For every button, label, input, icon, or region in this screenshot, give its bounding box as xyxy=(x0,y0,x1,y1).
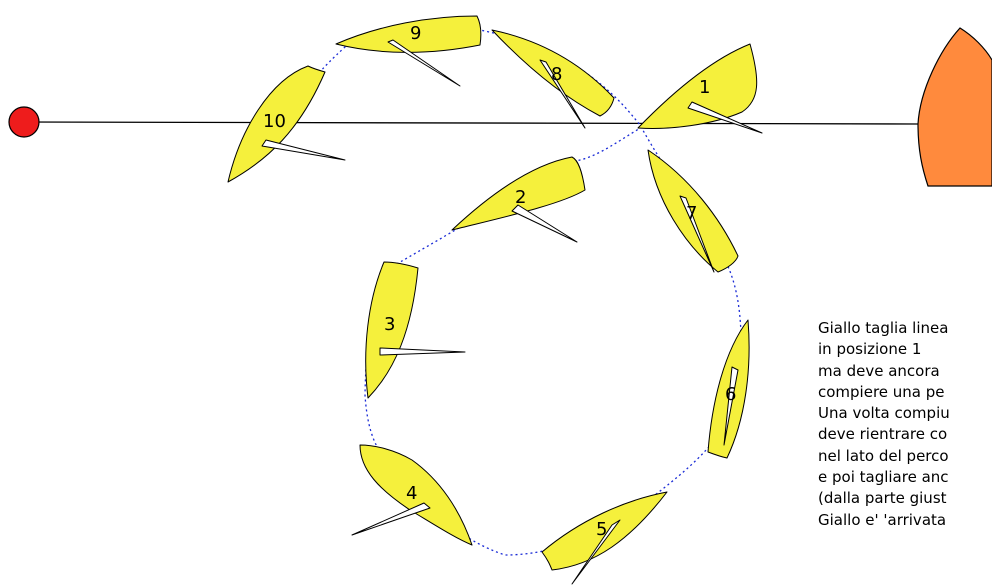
caption-text: Giallo taglia linea in posizione 1 ma de… xyxy=(818,318,992,585)
boat-number: 3 xyxy=(384,314,395,335)
committee-boat xyxy=(918,28,992,186)
boat-8: 8 xyxy=(492,30,614,128)
boat-sail xyxy=(380,348,465,355)
caption-line: in posizione 1 xyxy=(818,339,992,360)
boat-number: 8 xyxy=(551,64,562,85)
caption-line: Giallo e' 'arrivata xyxy=(818,510,992,531)
caption-line: deve rientrare co xyxy=(818,424,992,445)
boat-hull xyxy=(638,44,757,128)
boat-sail xyxy=(352,503,430,535)
boat-9: 9 xyxy=(336,16,481,86)
caption-line: Una volta compiu xyxy=(818,403,992,424)
pin-buoy xyxy=(9,107,39,137)
caption-line: compiere una pe xyxy=(818,382,992,403)
boat-number: 1 xyxy=(699,77,710,98)
boat-3: 3 xyxy=(366,262,465,398)
boat-number: 9 xyxy=(410,23,421,44)
boat-5: 5 xyxy=(542,492,667,584)
boat-7: 7 xyxy=(648,150,738,272)
caption-line: nel lato del perco xyxy=(818,446,992,467)
boat-number: 4 xyxy=(406,483,417,504)
boat-number: 2 xyxy=(515,187,526,208)
boat-number: 6 xyxy=(725,384,736,405)
boat-4: 4 xyxy=(352,445,472,545)
boat-number: 5 xyxy=(596,519,607,540)
boat-number: 10 xyxy=(263,111,286,132)
boat-sail xyxy=(512,205,577,242)
caption-line: Giallo taglia linea xyxy=(818,318,992,339)
finish-line xyxy=(24,122,918,124)
boat-1: 1 xyxy=(638,44,762,133)
boat-2: 2 xyxy=(452,157,585,242)
caption-line: ma deve ancora xyxy=(818,361,992,382)
boat-number: 7 xyxy=(686,203,697,224)
boat-hull xyxy=(336,16,481,52)
boat-10: 10 xyxy=(228,66,345,182)
boat-6: 6 xyxy=(708,320,749,458)
caption-line: e poi tagliare anc xyxy=(818,467,992,488)
boat-sail xyxy=(262,140,345,160)
caption-line: (dalla parte giust xyxy=(818,488,992,509)
